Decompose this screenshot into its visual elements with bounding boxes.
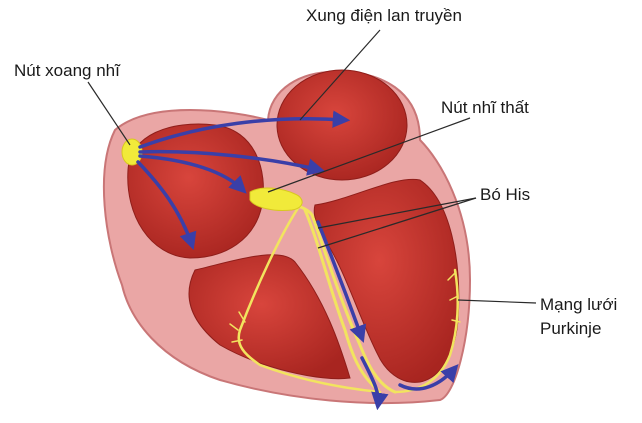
label-av-node: Nút nhĩ thất (441, 98, 529, 118)
label-bundle-of-his: Bó His (480, 185, 530, 205)
label-purkinje-network: Mạng lưới Purkinje (540, 293, 617, 341)
label-purkinje-line2: Purkinje (540, 317, 617, 341)
label-purkinje-line1: Mạng lưới (540, 293, 617, 317)
label-sa-node: Nút xoang nhĩ (14, 61, 120, 81)
label-impulse-propagation: Xung điện lan truyền (306, 6, 462, 26)
